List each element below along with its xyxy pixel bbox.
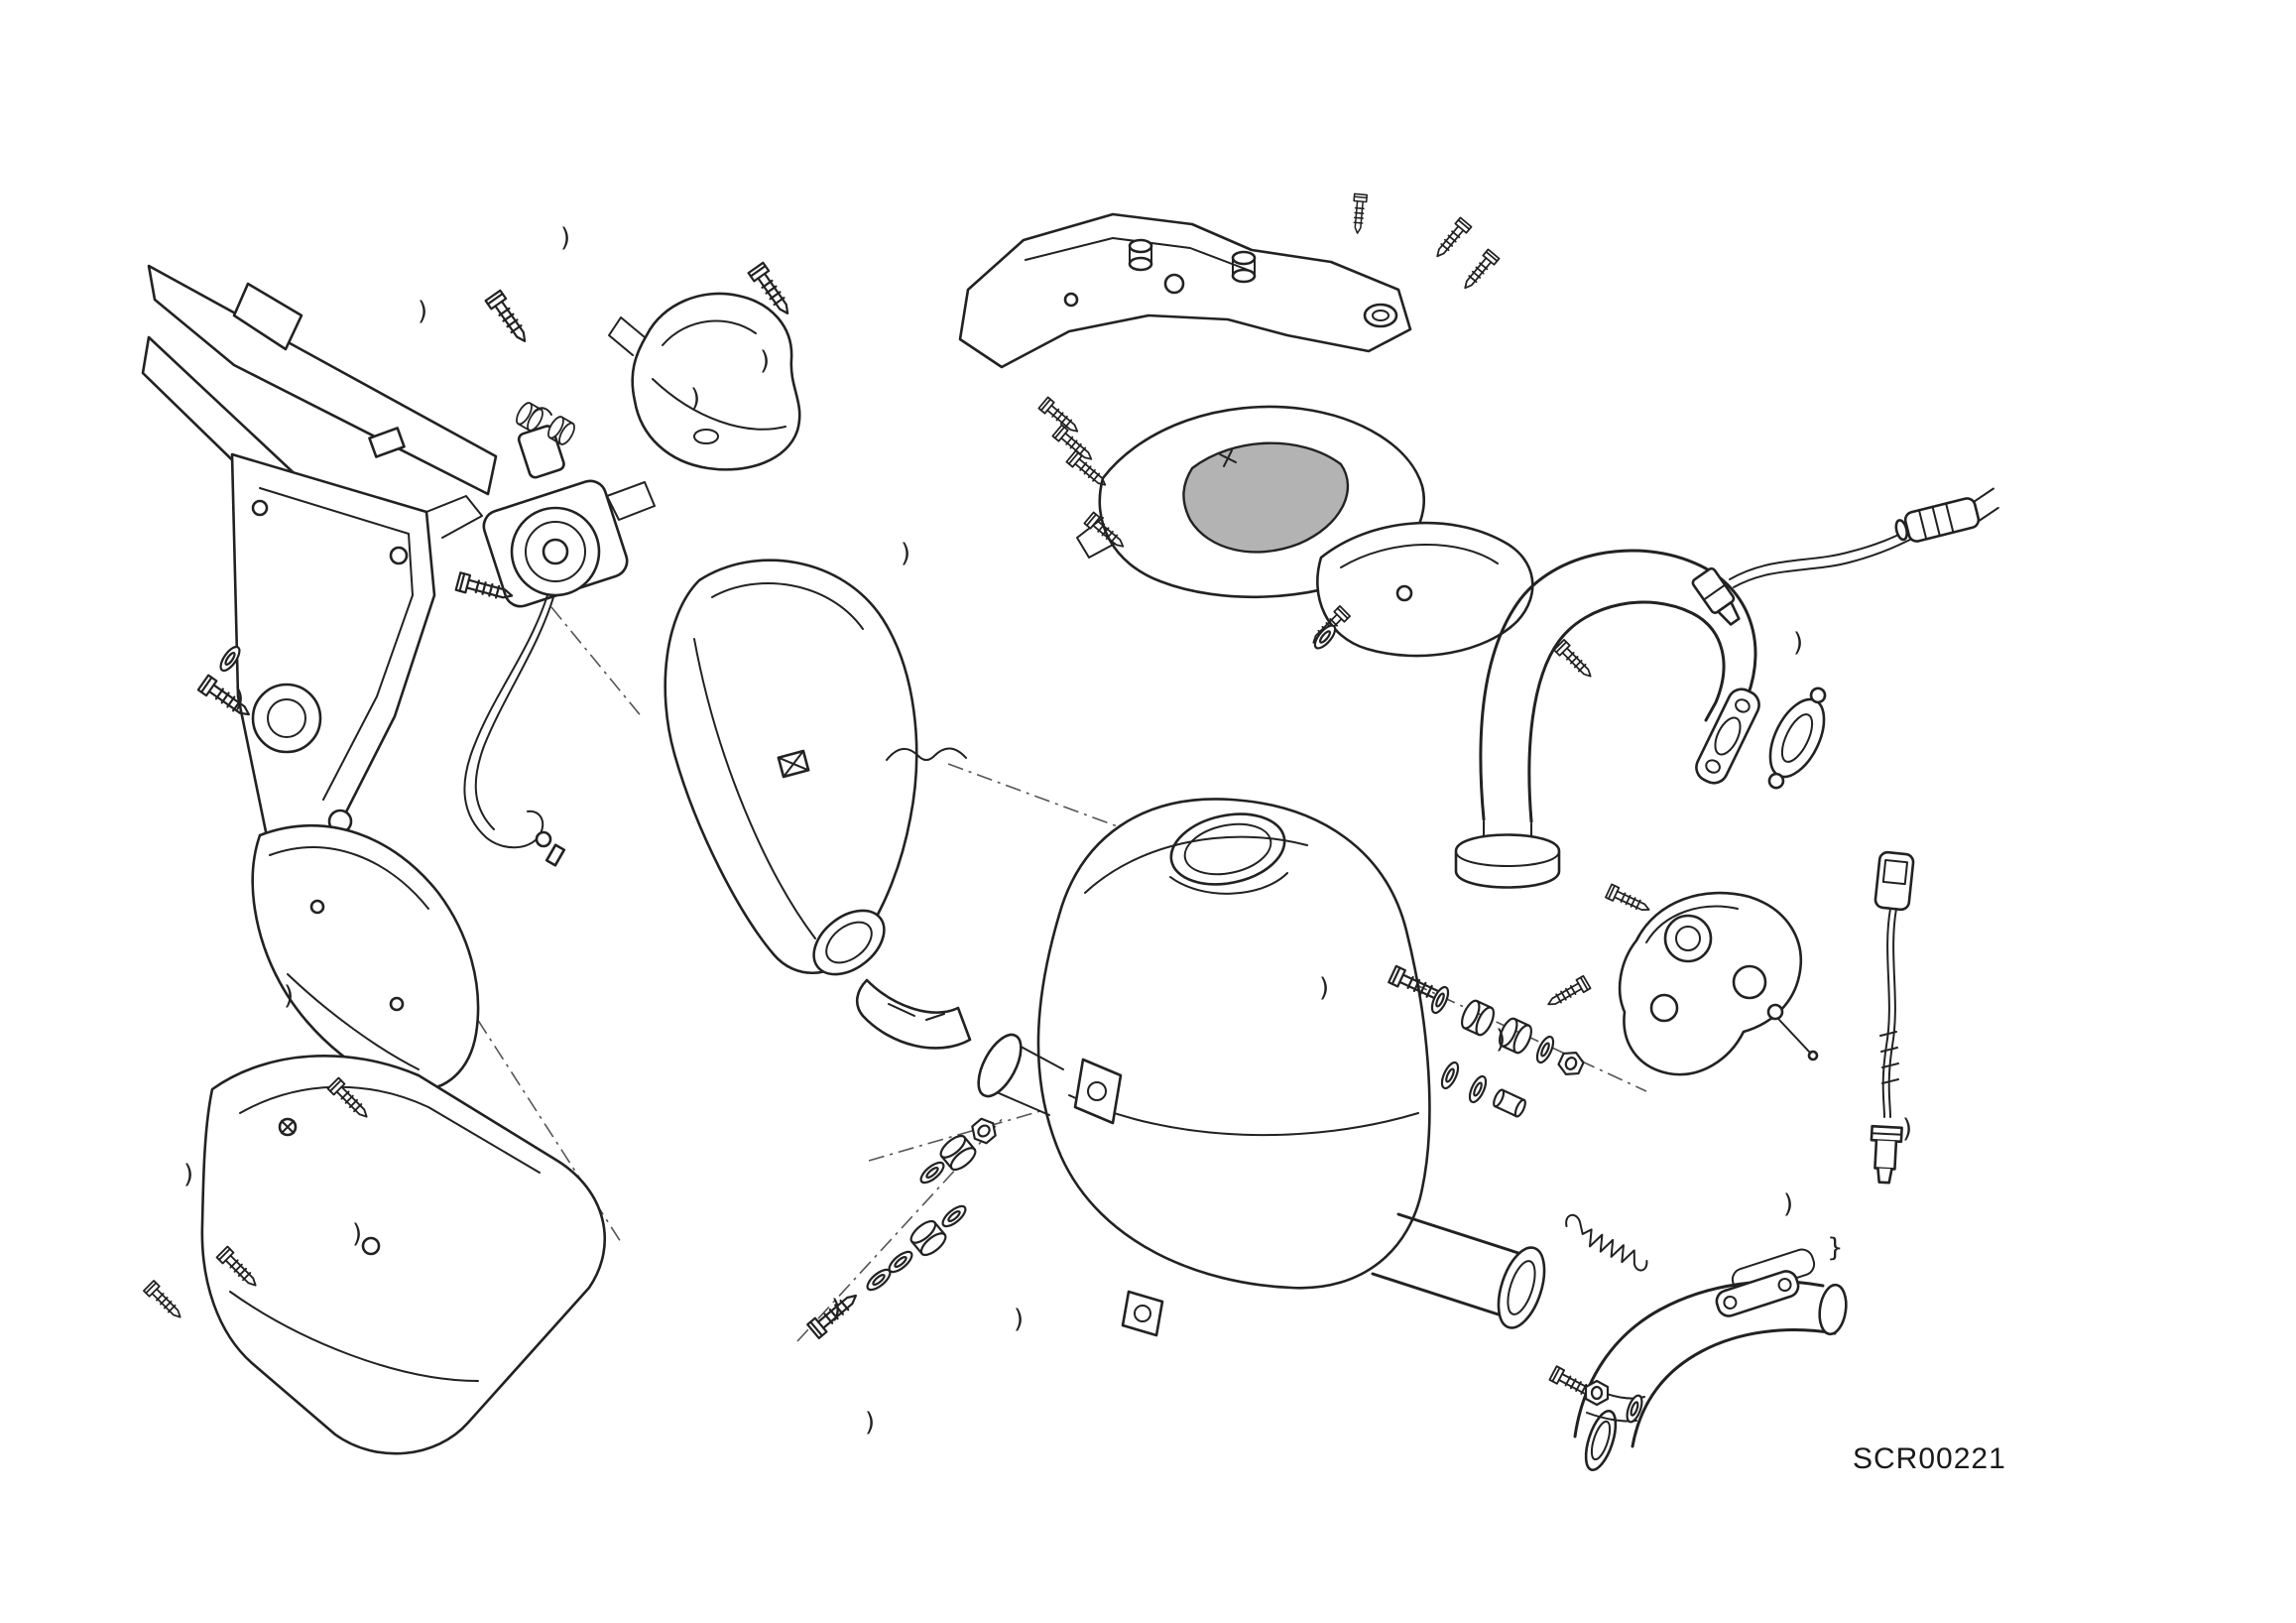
sensor-connector-icon [1873,850,1915,912]
nut-icon [1584,1379,1610,1407]
washer-icon [938,1201,970,1231]
header-pipe [1479,549,1827,871]
tension-spring [1565,1213,1648,1272]
callout-mark: ) [831,1295,841,1324]
pre-silencer-end-cap [812,909,886,976]
silencer-mounting-bracket [1618,891,1819,1076]
callout-mark: ) [418,297,427,326]
screw-icon [484,289,534,348]
silencer-mount-tab [1073,1058,1123,1125]
main-silencer [886,747,1546,1337]
exhaust-gasket [1767,687,1827,790]
diagram-code: SCR00221 [1853,1442,2006,1475]
sensor-connector-icon [1894,487,1999,543]
callout-mark: ) [690,384,700,414]
screw-icon [1553,639,1597,683]
callout-marks: ))))))))))))))))}) [183,223,1912,1437]
screw-icon [1543,974,1592,1012]
washer-icon [1532,1033,1558,1066]
washer-icon [885,1247,916,1277]
brace-mark [886,747,967,761]
screw-icon [1350,192,1369,235]
callout-mark: ) [183,1160,193,1189]
callout-mark: ) [1496,1025,1506,1055]
washer-icon [1465,1072,1491,1106]
spacer-icon [1491,1087,1528,1119]
callout-mark: ) [1793,628,1803,658]
valve-box-icon [777,749,810,779]
callout-mark: ) [1319,973,1329,1003]
elbow-flange [1715,1270,1800,1317]
callout-mark: } [1827,1233,1844,1263]
screw-icon [143,1280,186,1323]
lambda-sensor-upper [1691,487,1999,626]
shaded-heat-shield-panel [1182,441,1350,554]
callout-mark: ) [560,223,570,253]
heat-shield-cover-front [251,823,480,1091]
valve-control-cable [463,594,566,867]
nut-icon [1554,1047,1588,1080]
screw-icon [1065,449,1111,492]
bracket-stud-icon [1778,1019,1810,1053]
callout-mark: ) [352,1219,362,1249]
silencer-outlet-pipe [1371,1212,1523,1319]
silencer-inlet [1169,812,1286,886]
screw-icon [1458,248,1501,294]
lambda-sensor-lower [1870,850,1915,1185]
frame-section [141,264,498,847]
nut-icon [966,1113,1002,1149]
pre-silencer-hanger [855,978,972,1050]
upper-heat-shield [608,292,801,471]
exhaust-valve-actuator [368,407,656,608]
callout-mark: ) [1902,1114,1912,1144]
exhaust-flange [1695,687,1760,785]
screw-icon [1605,883,1653,918]
callout-mark: ) [901,539,910,568]
callout-mark: ) [1014,1305,1024,1334]
heat-shield-cover-rear [200,1055,606,1455]
washer-icon [1437,1059,1463,1092]
rear-subframe [958,212,1412,369]
screw-icon [1430,216,1473,262]
washer-icon [916,1158,948,1187]
callout-mark: ) [234,684,244,713]
callout-mark: ) [284,981,294,1011]
pipe-clamp [1454,833,1561,889]
callout-mark: ) [865,1408,875,1437]
manifold-heat-shield-rear [1316,521,1534,658]
callout-mark: ) [1783,1189,1793,1219]
rubber-grommet-icon [1457,997,1499,1039]
pre-silencer [664,559,972,1050]
exhaust-elbow [1548,1248,1848,1472]
callout-mark: ) [760,346,770,376]
